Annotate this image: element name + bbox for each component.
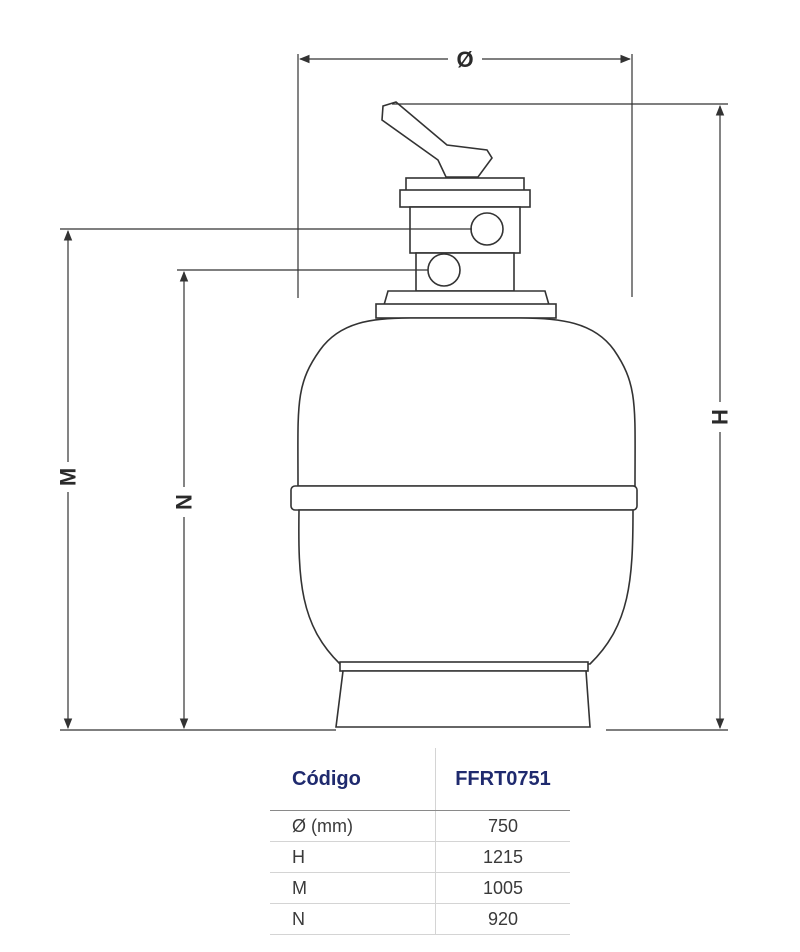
table-row: M 1005 [270, 872, 570, 904]
tank-upper [297, 317, 636, 487]
base-foot [335, 670, 591, 728]
valve-flange [399, 189, 531, 208]
table-header-row: Código FFRT0751 [270, 748, 570, 811]
row-value: 1215 [435, 841, 570, 873]
row-label: N [270, 903, 436, 935]
tank-collar [382, 290, 551, 306]
lower-port [427, 253, 461, 287]
tank-collar-base [375, 303, 557, 319]
base-ring [339, 661, 589, 672]
row-value: 1005 [435, 872, 570, 904]
upper-port [470, 212, 504, 246]
filter-dimension-drawing: Ø H M N [56, 47, 733, 731]
table-row: N 920 [270, 903, 570, 935]
row-label: Ø (mm) [270, 810, 436, 842]
table-row: H 1215 [270, 841, 570, 873]
header-model: FFRT0751 [435, 748, 570, 811]
header-codigo: Código [270, 748, 436, 811]
filter-outline [290, 101, 638, 728]
dimension-lines [60, 54, 728, 731]
valve-handle [381, 101, 493, 178]
tank-lower [298, 509, 634, 665]
table-row: Ø (mm) 750 [270, 810, 570, 842]
diameter-label: Ø [456, 47, 473, 72]
row-value: 750 [435, 810, 570, 842]
row-label: M [270, 872, 436, 904]
row-label: H [270, 841, 436, 873]
tank-belt [290, 485, 638, 511]
spec-table: Código FFRT0751 Ø (mm) 750 H 1215 M 1005… [270, 748, 570, 935]
m-label: M [56, 468, 81, 486]
row-value: 920 [435, 903, 570, 935]
n-label: N [172, 494, 197, 510]
h-label: H [708, 409, 733, 425]
